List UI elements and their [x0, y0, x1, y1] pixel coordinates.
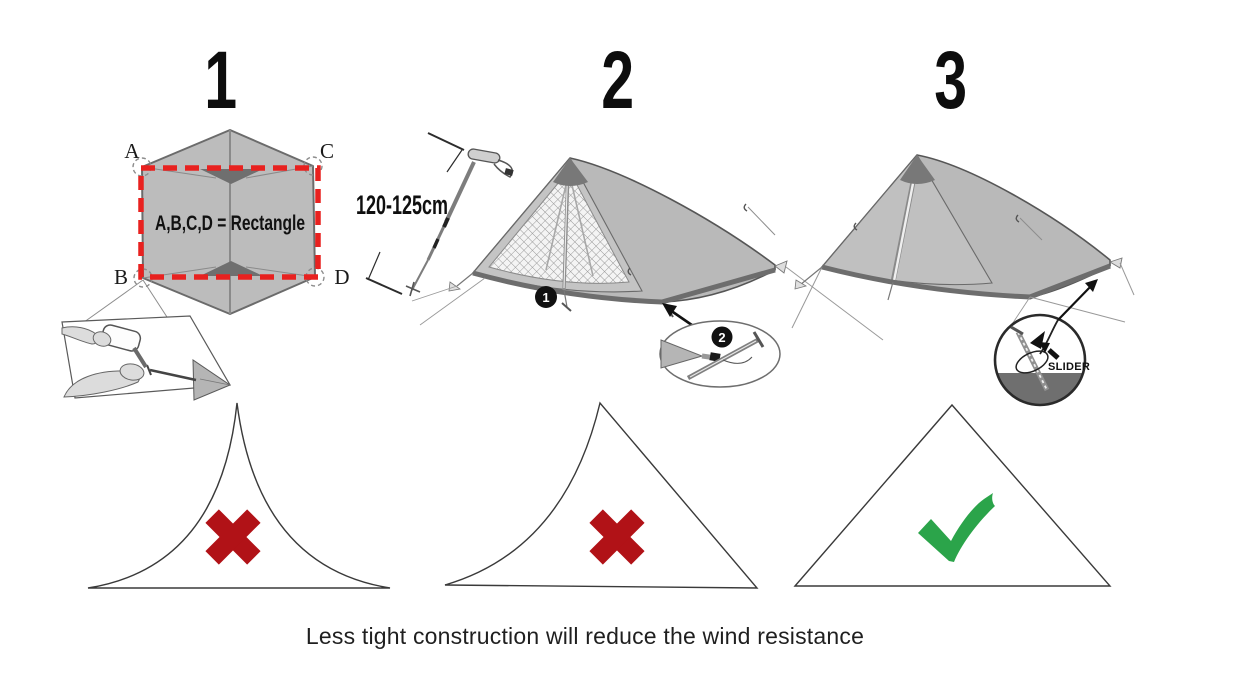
- guy-line-to-slider: [1029, 296, 1126, 323]
- x-mark-icon: [589, 509, 645, 565]
- ground-shading: [997, 373, 1083, 405]
- floor-edge: [821, 263, 1111, 300]
- step-number-3: 3: [934, 35, 967, 126]
- door-tie: [887, 281, 894, 301]
- slider-pointer-head: [1039, 342, 1050, 353]
- pole-basket: [405, 281, 421, 297]
- corner-label-c: C: [320, 139, 334, 163]
- wind-resistance-comparison: [87, 401, 1112, 589]
- pole-length-label: 120-125cm: [356, 190, 448, 220]
- inner-strut: [545, 171, 570, 271]
- rectangle-equation-label: A,B,C,D = Rectangle: [155, 212, 305, 235]
- stake-head: [752, 331, 765, 348]
- pullout-tab: [627, 267, 632, 276]
- corner-label-d: D: [334, 265, 349, 289]
- pullout-line: [1019, 217, 1043, 241]
- corner-tab: [1108, 257, 1123, 269]
- seam-line: [245, 266, 316, 278]
- detail-arrow-head: [1085, 279, 1098, 292]
- apex-patch: [553, 158, 588, 186]
- mallet-handle: [132, 346, 148, 369]
- hand-shape: [92, 331, 112, 347]
- pullout-line: [747, 206, 776, 236]
- stake-head: [1010, 325, 1024, 336]
- pole-lower-shaft: [411, 259, 429, 291]
- marker-1-label: 1: [542, 290, 549, 305]
- sag-triangle-1: [87, 402, 391, 589]
- corner-label-b: B: [114, 265, 128, 289]
- step2-pitch-diagram: 120-125cm: [356, 132, 884, 388]
- guy-line: [1039, 319, 1059, 355]
- guy-line: [411, 285, 458, 302]
- callout-line: [79, 279, 144, 326]
- pullout-tab: [853, 222, 858, 231]
- sag-triangle-2: [444, 401, 759, 589]
- door-tie: [563, 289, 568, 308]
- guy-line: [419, 277, 486, 326]
- marker-1-badge: 1: [535, 286, 557, 308]
- pullout-tab: [743, 203, 748, 212]
- stake-hatch: [1017, 331, 1048, 391]
- guy-line: [791, 266, 823, 329]
- pole-upper-shaft: [444, 161, 476, 223]
- x-mark-icon: [205, 509, 261, 565]
- bottom-vent-shading: [200, 261, 263, 276]
- hand-shape: [119, 363, 145, 381]
- caption: Less tight construction will reduce the …: [305, 623, 865, 649]
- floor-edge: [472, 267, 776, 305]
- stake-highlight: [689, 340, 757, 378]
- fabric-corner-wedge: [660, 339, 704, 369]
- detail-arrow-line: [1057, 283, 1094, 321]
- corner-flag: [794, 279, 808, 290]
- stake-detail-ellipse: 2: [659, 320, 781, 388]
- check-mark-icon: [918, 493, 995, 562]
- tent-step2-illustration: 1: [411, 157, 884, 341]
- inner-strut: [568, 171, 594, 277]
- tent-step3-illustration: [791, 154, 1135, 351]
- step3-finished-diagram: SLIDER: [791, 154, 1135, 407]
- apex-patch: [900, 155, 935, 184]
- red-dashed-rectangle: [138, 165, 321, 280]
- stake-head: [146, 364, 152, 376]
- marker-2-label: 2: [718, 330, 725, 345]
- step-number-2: 2: [601, 35, 634, 126]
- pole-grip: [467, 148, 501, 164]
- detail-arrow-head: [662, 303, 677, 317]
- slider-detail-circle: SLIDER: [993, 313, 1090, 407]
- top-vent-shading: [200, 169, 263, 184]
- guy-loop: [1015, 350, 1049, 374]
- corner-tab: [774, 260, 788, 274]
- measure-line: [367, 251, 381, 281]
- measure-tick-bottom: [365, 277, 403, 295]
- corner-label-a: A: [124, 139, 140, 163]
- pullout-tab: [1015, 214, 1020, 223]
- guy-loop: [722, 356, 753, 364]
- inner-pole-highlight: [563, 173, 569, 289]
- mini-stake: [561, 302, 572, 312]
- strap-buckle: [504, 168, 514, 176]
- hammer-stake-illustration: [61, 315, 232, 401]
- slider-pointer-shaft: [1047, 348, 1060, 360]
- marker-2-badge: 2: [711, 326, 733, 348]
- guy-line: [1119, 262, 1135, 296]
- mesh-door: [488, 169, 630, 284]
- measure-line: [446, 149, 463, 173]
- pole-lock: [442, 217, 450, 228]
- step-number-1: 1: [204, 35, 237, 126]
- stake: [149, 368, 197, 382]
- pole-strap: [493, 159, 513, 178]
- measure-tick-top: [427, 132, 465, 151]
- taut-triangle: [793, 403, 1112, 587]
- guy-line: [785, 266, 884, 341]
- pole-lock: [432, 238, 440, 249]
- trekking-pole-illustration: 120-125cm: [356, 132, 514, 297]
- slider-label: SLIDER: [1048, 361, 1090, 373]
- step1-footprint-diagram: A C B D A,B,C,D = Rectangle: [61, 129, 350, 401]
